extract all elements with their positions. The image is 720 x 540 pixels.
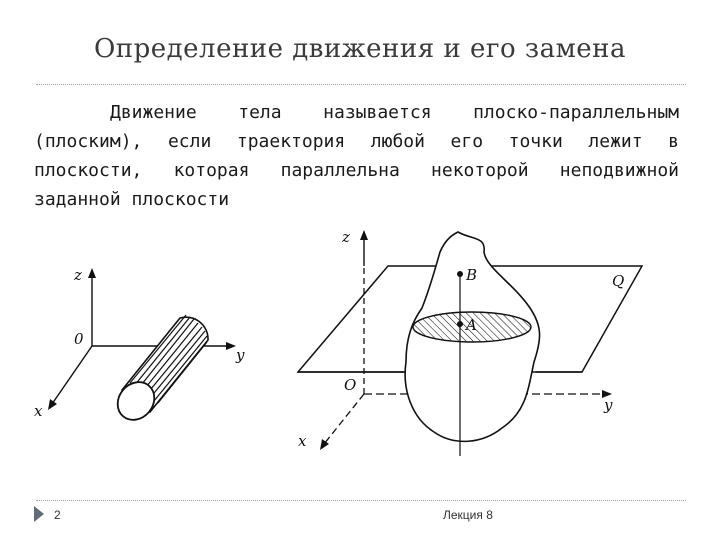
- right-z-label: z: [341, 228, 350, 246]
- top-divider: [36, 84, 686, 85]
- z-axis-arrow: [360, 230, 368, 240]
- definition-text: Движение тела называется плоско-параллел…: [34, 102, 679, 210]
- point-a: [457, 321, 463, 327]
- plane-body-figure: z O y x B A Q: [296, 228, 644, 456]
- footer-arrow-icon: [34, 506, 44, 522]
- left-origin-label: 0: [74, 330, 84, 348]
- point-b: [457, 271, 463, 277]
- definition-paragraph: Движение тела называется плоско-параллел…: [34, 98, 679, 214]
- cylinder-end-face: [116, 381, 156, 421]
- cross-section: [412, 311, 532, 343]
- lecture-label: Лекция 8: [443, 508, 493, 522]
- left-y-label: y: [235, 346, 245, 364]
- page-number: 2: [54, 508, 61, 522]
- cylinder-figure: z 0 y x: [34, 266, 245, 421]
- left-z-label: z: [73, 266, 82, 284]
- slide-title: Определение движения и его замена: [93, 34, 627, 64]
- cylinder-shading: [129, 314, 208, 404]
- right-origin-label: O: [344, 376, 356, 394]
- x-axis-arrow: [320, 439, 329, 450]
- right-x-label: x: [298, 432, 307, 450]
- z-axis-arrow: [88, 268, 96, 278]
- plane-q-label: Q: [612, 272, 624, 290]
- left-x-label: x: [34, 402, 43, 420]
- x-axis-arrow: [48, 399, 57, 410]
- x-axis-line: [51, 345, 93, 405]
- y-axis-arrow: [602, 390, 612, 398]
- point-a-label: A: [464, 316, 477, 334]
- right-y-label: y: [603, 396, 613, 414]
- point-b-label: B: [465, 266, 477, 284]
- bottom-divider: [36, 500, 686, 501]
- x-axis-line: [323, 393, 365, 445]
- y-axis-arrow: [226, 342, 236, 350]
